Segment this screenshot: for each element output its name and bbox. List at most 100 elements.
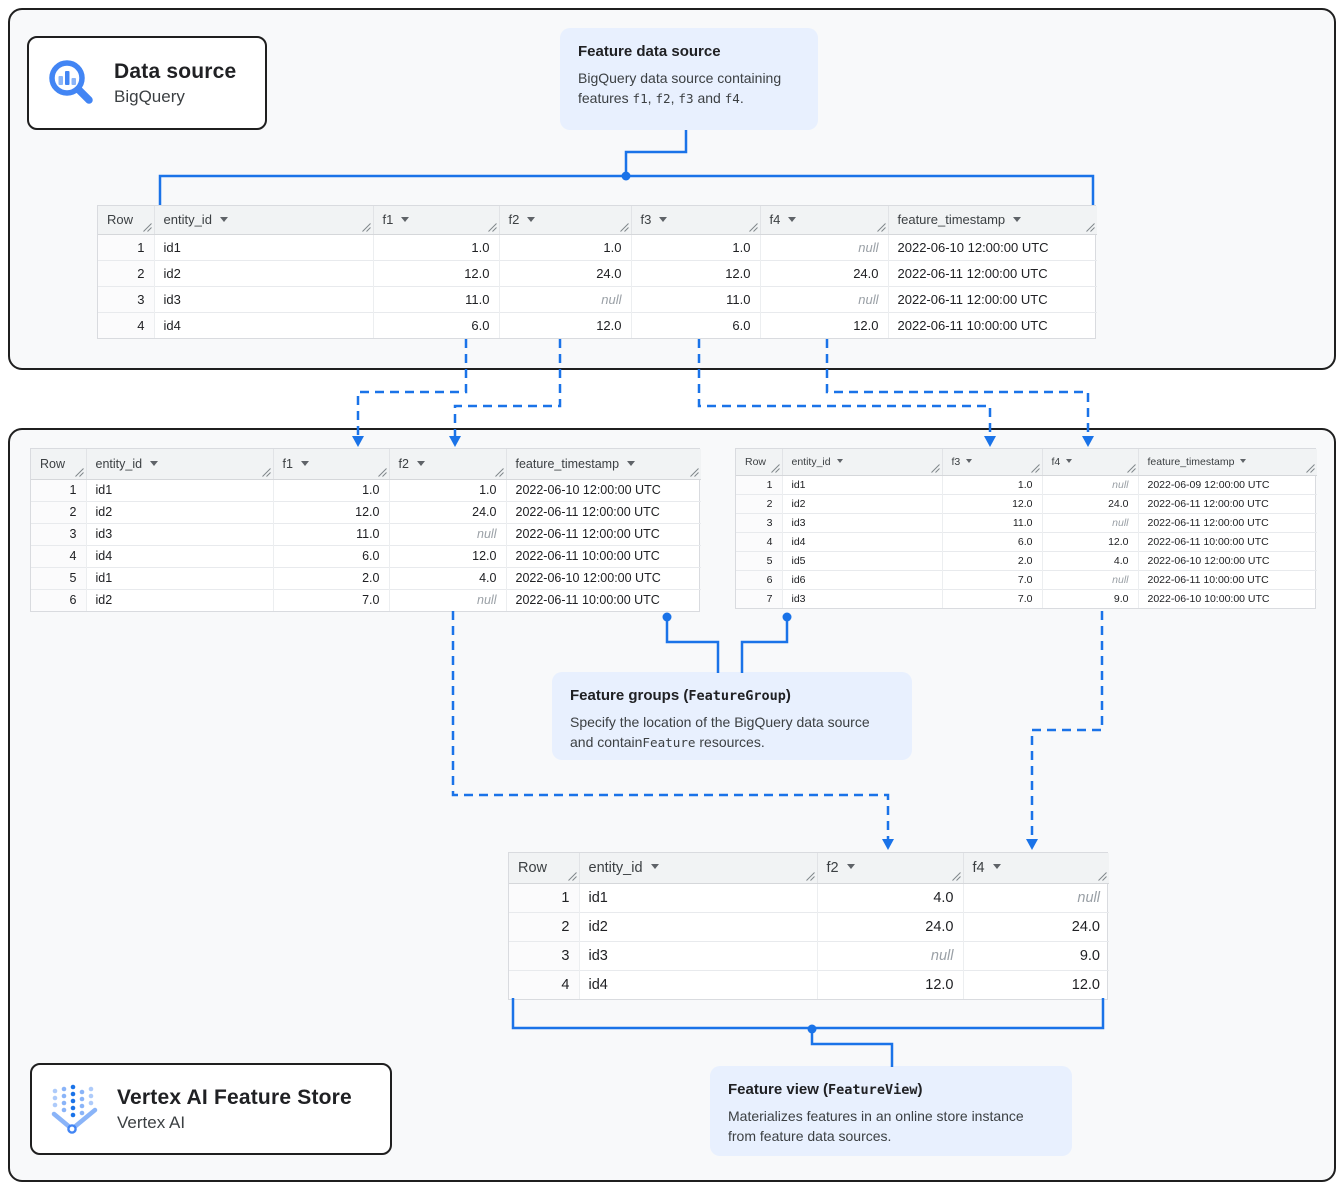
column-dropdown-icon <box>992 864 1001 870</box>
cell-f2: 12.0 <box>499 311 632 338</box>
column-label: entity_id <box>791 455 831 468</box>
code-text: FeatureView <box>828 1082 918 1098</box>
column-resize-icon <box>487 222 497 232</box>
column-resize-icon <box>261 467 271 477</box>
cell-f4: null <box>1042 512 1139 532</box>
null-value: null <box>1077 889 1100 906</box>
column-label: f4 <box>972 859 985 876</box>
cell-f1: 6.0 <box>373 311 500 338</box>
cell-feature_timestamp: 2022-06-10 12:00:00 UTC <box>515 483 661 497</box>
cell-Row: 5 <box>31 566 87 589</box>
cell-f1: 6.0 <box>273 544 390 567</box>
cell-f3: 7.0 <box>942 588 1043 608</box>
text-segment: , <box>670 90 679 107</box>
column-dropdown-icon <box>966 458 973 463</box>
cell-feature_timestamp: 2022-06-11 12:00:00 UTC <box>888 259 1097 286</box>
text-segment: BigQuery data source containing features <box>578 70 782 107</box>
null-value: null <box>1112 573 1129 586</box>
column-dropdown-icon <box>650 864 659 870</box>
cell-Row: 2 <box>509 911 580 941</box>
data-source-title: Data source <box>114 59 237 83</box>
feature-groups-callout: Feature groups (FeatureGroup) Specify th… <box>552 672 912 760</box>
column-dropdown-icon <box>527 217 536 223</box>
cell-feature_timestamp: 2022-06-10 12:00:00 UTC <box>506 566 701 589</box>
cell-f1: 12.0 <box>373 259 500 286</box>
cell-entity_id: id2 <box>154 259 374 286</box>
column-label: Row <box>40 456 66 471</box>
bigquery-icon <box>45 56 99 110</box>
cell-Row: 6 <box>736 569 783 589</box>
cell-Row: 2 <box>98 259 155 286</box>
column-dropdown-icon <box>1066 458 1073 463</box>
vertex-ai-icon <box>48 1083 102 1135</box>
data-source-subtitle: BigQuery <box>114 86 185 106</box>
column-resize-icon <box>494 467 504 477</box>
column-header-feature_timestamp: feature_timestamp <box>1138 449 1317 476</box>
cell-entity_id: id1 <box>86 566 274 589</box>
column-label: entity_id <box>163 212 212 228</box>
feature-store-title: Vertex AI Feature Store <box>117 1085 352 1109</box>
cell-feature_timestamp: 2022-06-11 10:00:00 UTC <box>1138 531 1317 551</box>
code-text: f3 <box>678 91 694 107</box>
cell-f3: 1.0 <box>631 234 761 260</box>
cell-entity_id: id1 <box>782 475 943 494</box>
cell-f1: 1.0 <box>273 479 390 501</box>
column-label: entity_id <box>95 456 143 471</box>
cell-f3: 11.0 <box>631 285 761 312</box>
column-header-f1: f1 <box>273 449 390 480</box>
column-resize-icon <box>1126 463 1136 473</box>
cell-entity_id: id3 <box>86 522 274 545</box>
cell-entity_id: id3 <box>782 512 943 532</box>
cell-f1: 11.0 <box>373 285 500 312</box>
cell-entity_id: id2 <box>579 911 818 941</box>
null-value: null <box>601 291 622 307</box>
column-resize-icon <box>690 467 699 477</box>
column-label: f2 <box>826 859 839 876</box>
cell-f2: 24.0 <box>817 911 964 941</box>
column-label: feature_timestamp <box>515 456 620 471</box>
column-label: f2 <box>508 212 520 228</box>
cell-f4: 24.0 <box>760 259 889 286</box>
column-label: Row <box>518 859 548 876</box>
cell-entity_id: id4 <box>579 969 818 999</box>
cell-Row: 7 <box>736 588 783 608</box>
column-label: f4 <box>769 212 781 228</box>
cell-feature_timestamp: 2022-06-10 12:00:00 UTC <box>1138 550 1317 570</box>
column-resize-icon <box>1086 222 1095 232</box>
null-value: null <box>930 947 954 964</box>
column-label: feature_timestamp <box>897 212 1006 228</box>
code-text: f1 <box>632 91 648 107</box>
cell-Row: 3 <box>736 512 783 532</box>
column-dropdown-icon <box>300 460 309 466</box>
vertex-ai-feature-store-label-box: Vertex AI Feature Store Vertex AI <box>30 1063 392 1155</box>
feature-view-callout-title: Feature view (FeatureView) <box>728 1081 1054 1098</box>
cell-feature_timestamp: 2022-06-11 12:00:00 UTC <box>1138 493 1317 513</box>
column-dropdown-icon <box>659 217 668 223</box>
column-resize-icon <box>930 463 940 473</box>
cell-entity_id: id3 <box>154 285 374 312</box>
column-resize-icon <box>951 871 961 881</box>
text-segment: Feature view ( <box>728 1081 829 1098</box>
cell-Row: 3 <box>98 285 155 312</box>
text-segment: Materializes features in an online store… <box>728 1108 1024 1145</box>
cell-entity_id: id4 <box>154 311 374 338</box>
column-resize-icon <box>1306 463 1315 473</box>
cell-Row: 4 <box>31 544 87 567</box>
column-resize-icon <box>770 463 780 473</box>
cell-feature_timestamp: 2022-06-11 10:00:00 UTC <box>1138 569 1317 589</box>
column-header-f4: f4 <box>760 206 889 235</box>
